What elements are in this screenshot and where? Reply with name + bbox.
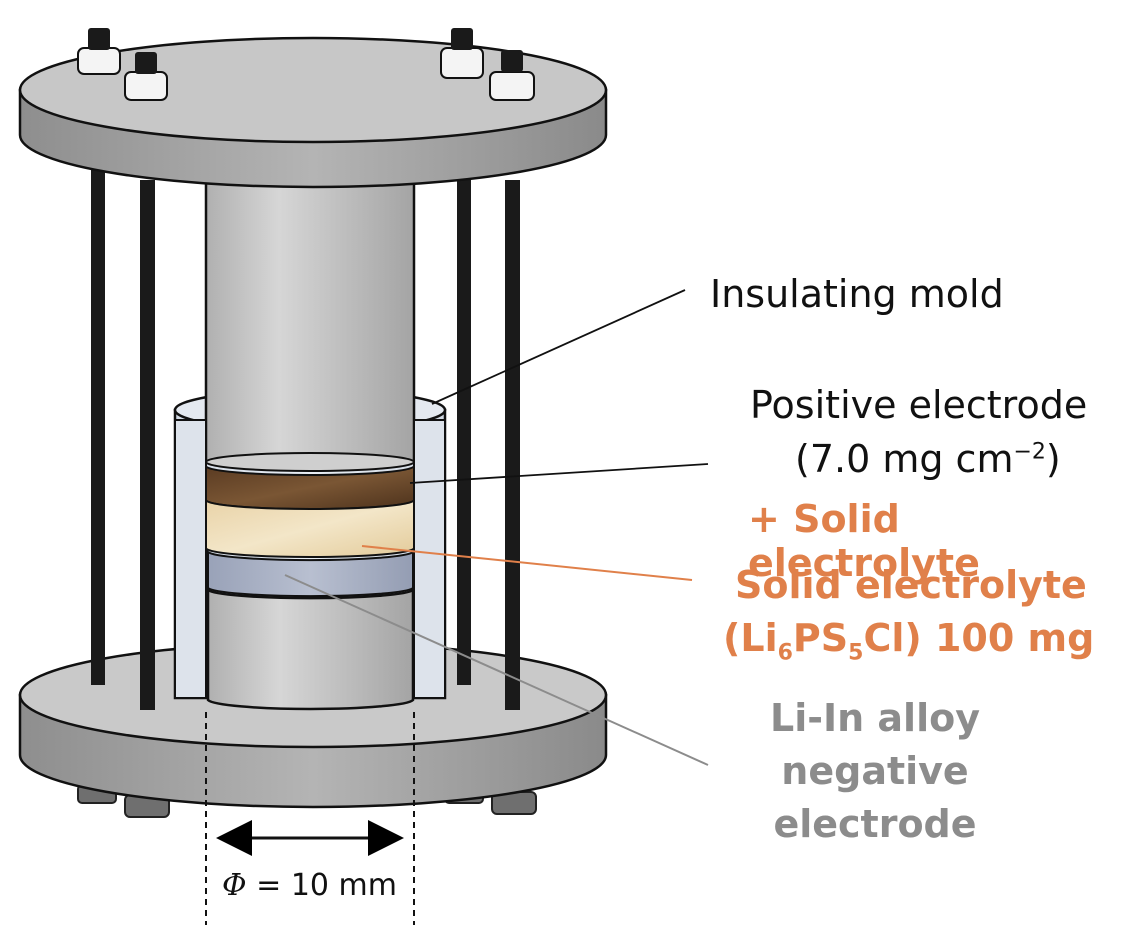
label-plus-solid-electrolyte: + Solid electrolyte — [748, 497, 980, 585]
mold-front-walls — [174, 419, 446, 699]
positive-loading-prefix: (7.0 mg cm — [795, 437, 1014, 481]
upper-plunger — [204, 168, 416, 472]
formula-open: (Li — [723, 616, 778, 660]
label-positive-electrode: Positive electrode — [750, 383, 1088, 427]
positive-loading-exponent: −2 — [1013, 439, 1046, 465]
label-positive-loading: (7.0 mg cm−2) — [795, 437, 1061, 481]
diameter-symbol: Φ — [222, 868, 247, 903]
label-li-in-negative: Li-In alloy negative electrode — [760, 692, 990, 851]
leader-insulating-mold — [431, 289, 686, 405]
li-in-line-2: negative — [781, 749, 969, 793]
positive-loading-suffix: ) — [1045, 437, 1061, 481]
tie-rods-front — [140, 180, 520, 710]
label-diameter: Φ = 10 mm — [222, 868, 397, 903]
diameter-value: = 10 mm — [246, 868, 397, 903]
formula-sub-5: 5 — [848, 640, 864, 666]
leader-solid-electrolyte — [361, 545, 693, 581]
label-electrolyte-formula: (Li6PS5Cl) 100 mg — [723, 616, 1094, 666]
lower-plunger — [206, 587, 415, 711]
formula-close: Cl) 100 mg — [863, 616, 1095, 660]
label-solid-electrolyte: Solid electrolyte — [735, 563, 1087, 607]
leader-li-in — [284, 574, 709, 766]
leader-positive-electrode — [409, 463, 709, 484]
li-in-line-1: Li-In alloy — [769, 696, 980, 740]
li-in-line-3: electrode — [773, 802, 977, 846]
diameter-dimension — [205, 712, 415, 925]
nuts — [77, 28, 535, 101]
label-insulating-mold: Insulating mold — [710, 272, 1004, 316]
formula-sub-6: 6 — [777, 640, 793, 666]
formula-ps: PS — [792, 616, 849, 660]
